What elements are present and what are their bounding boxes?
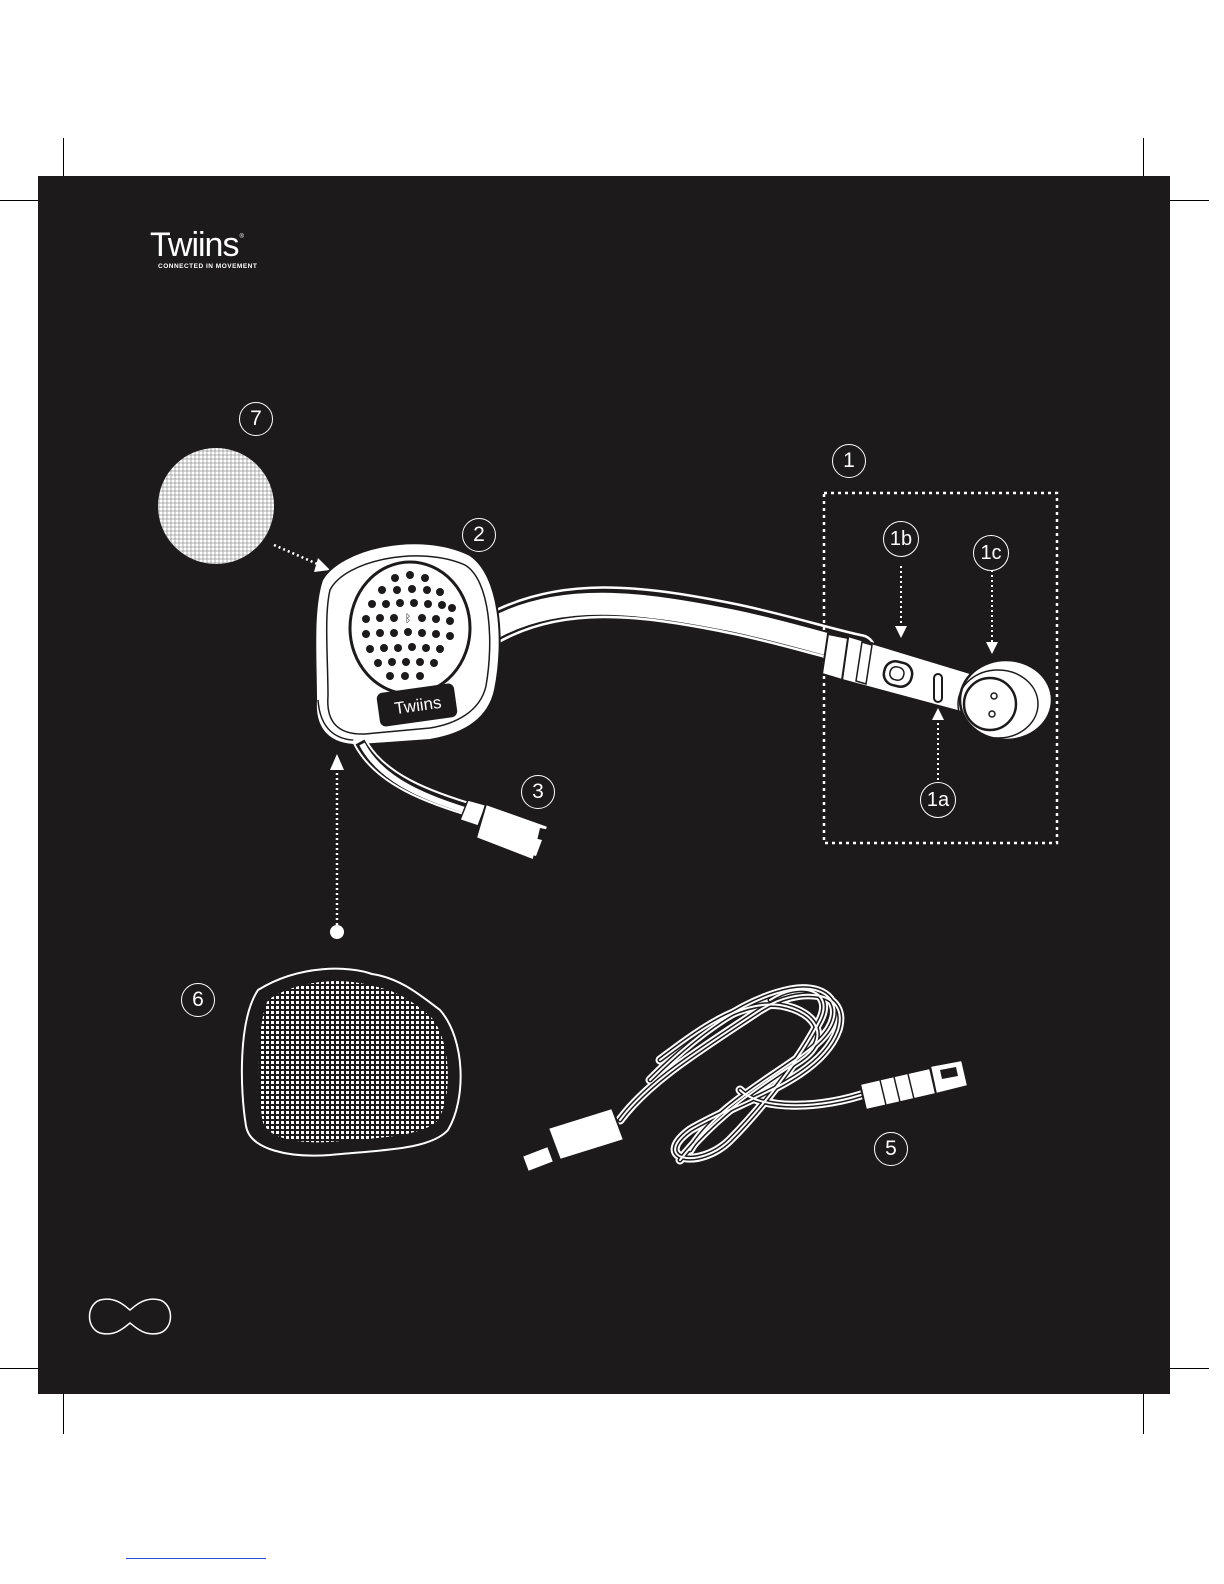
mesh-pad: [242, 969, 461, 1156]
callout-5: 5: [874, 1132, 908, 1166]
link-underline: [126, 1558, 266, 1559]
callout-2: 2: [462, 518, 496, 552]
callout-1c: 1c: [973, 535, 1009, 571]
svg-text:ᛒ: ᛒ: [405, 612, 412, 625]
callout-7: 7: [239, 402, 273, 436]
callout-1: 1: [832, 444, 866, 478]
usb-a-plug: [860, 1060, 968, 1110]
foam-disc: [158, 448, 274, 564]
callout-1a: 1a: [920, 782, 956, 818]
connector-cable: [360, 742, 550, 864]
callout-1b: 1b: [883, 521, 919, 557]
arrow-7-to-2: [274, 545, 322, 566]
callout-3: 3: [521, 775, 555, 809]
usb-cable: [620, 989, 870, 1160]
boom-cable: [490, 602, 860, 652]
callout-6: 6: [181, 983, 215, 1017]
page-number-badge: [90, 1299, 171, 1334]
micro-usb-plug: [522, 1108, 624, 1172]
